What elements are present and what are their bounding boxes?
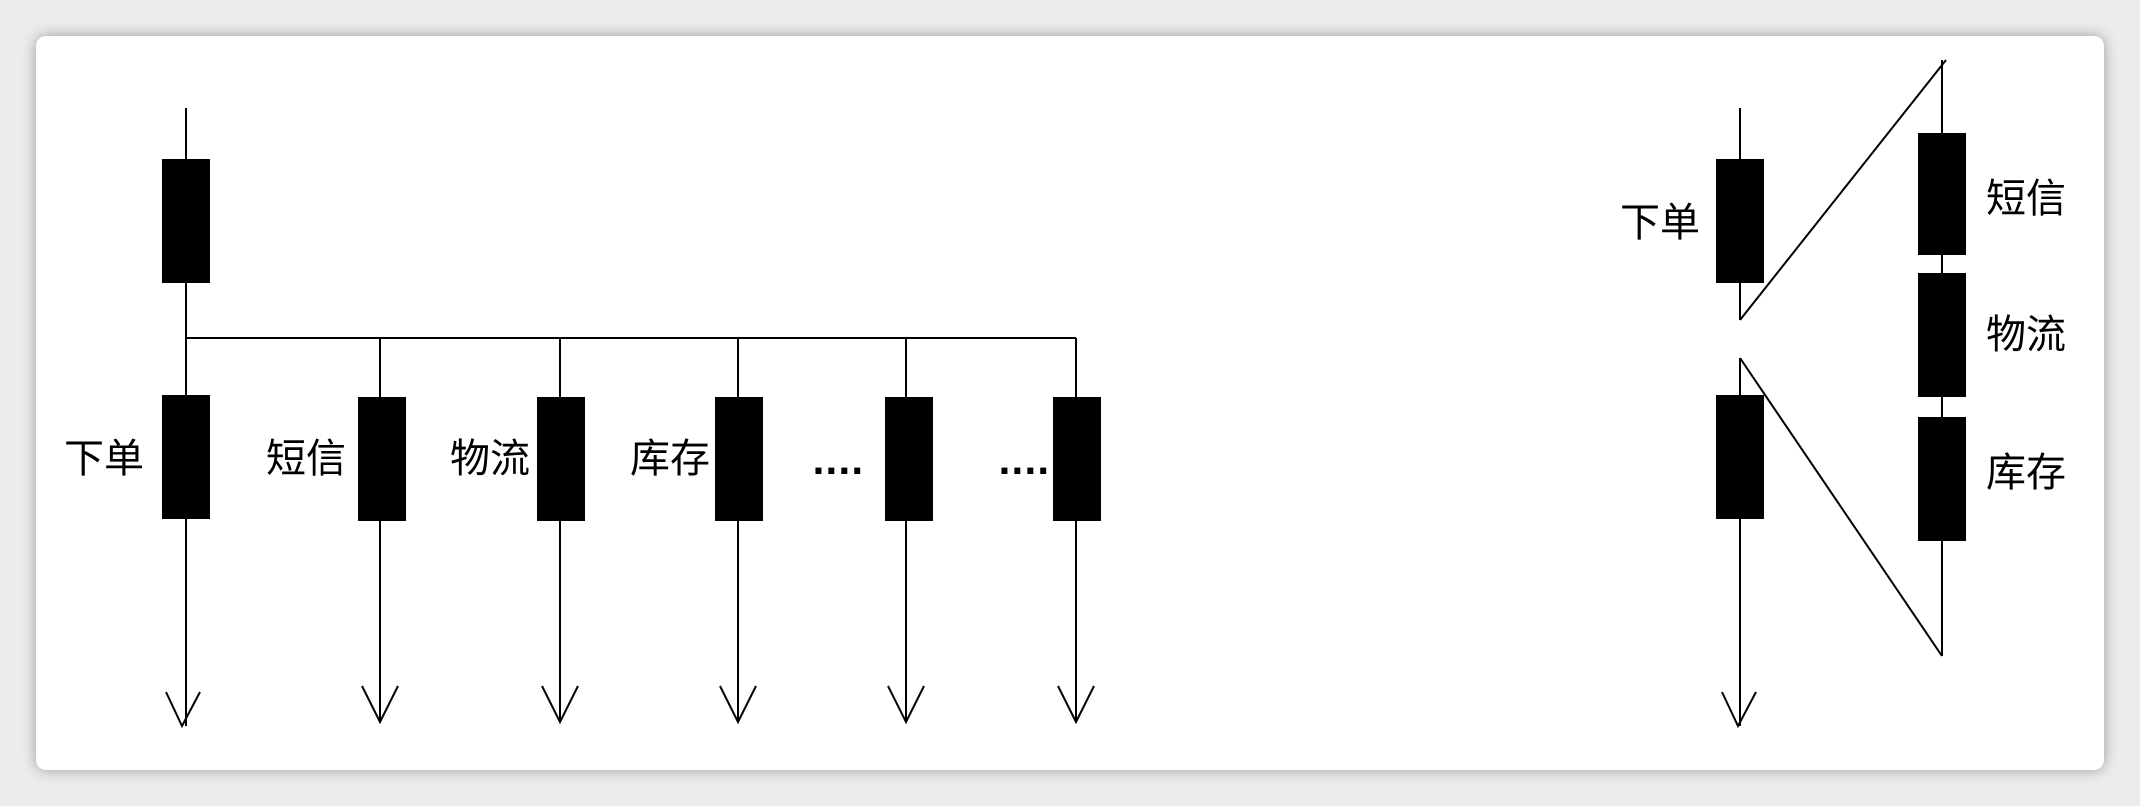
- branch-inventory: [715, 338, 763, 725]
- arrow-head: [719, 685, 757, 725]
- arrow-head: [1721, 691, 1757, 729]
- chain-label: 库存: [1986, 450, 2066, 496]
- chain-block-sms: [1918, 133, 1966, 255]
- branch-block: [885, 397, 933, 521]
- branch-block: [358, 397, 406, 521]
- left-labels: 下单 短信 物流 库存 .... ....: [64, 436, 1050, 483]
- branch-sms: [358, 338, 406, 725]
- main-block-top: [1716, 159, 1764, 283]
- main-block-bottom: [1716, 395, 1764, 519]
- entry-block: [162, 159, 210, 283]
- arrow-head: [541, 685, 579, 725]
- branch-more-2: [1053, 338, 1101, 725]
- right-labels: 下单 短信 物流 库存: [1620, 176, 2066, 496]
- branch-block: [715, 397, 763, 521]
- arrow-head: [361, 685, 399, 725]
- branch-block: [162, 395, 210, 519]
- diagonal-to-chain: [1739, 59, 1947, 321]
- branch-label: 库存: [630, 436, 710, 482]
- chain-block-logistics: [1918, 273, 1966, 397]
- branch-block: [537, 397, 585, 521]
- arrow-head: [1057, 685, 1095, 725]
- main-label: 下单: [1620, 200, 1700, 246]
- branch-label: 物流: [450, 436, 530, 482]
- arrow-head: [887, 685, 925, 725]
- parallel-diagram: [162, 108, 1101, 729]
- branch-logistics: [537, 338, 585, 725]
- branch-label: ....: [812, 443, 864, 483]
- branch-block: [1053, 397, 1101, 521]
- branch-order: [162, 338, 210, 729]
- chain-label: 短信: [1986, 176, 2066, 222]
- serial-diagram: [1716, 59, 1966, 729]
- arrow-head: [165, 691, 201, 729]
- branch-more-1: [885, 338, 933, 725]
- branch-label: 短信: [266, 436, 346, 482]
- branch-label: 下单: [64, 436, 144, 482]
- diagonal-return: [1739, 357, 1943, 657]
- chain-label: 物流: [1986, 312, 2066, 358]
- chain-block-inventory: [1918, 417, 1966, 541]
- branch-label: ....: [998, 443, 1050, 483]
